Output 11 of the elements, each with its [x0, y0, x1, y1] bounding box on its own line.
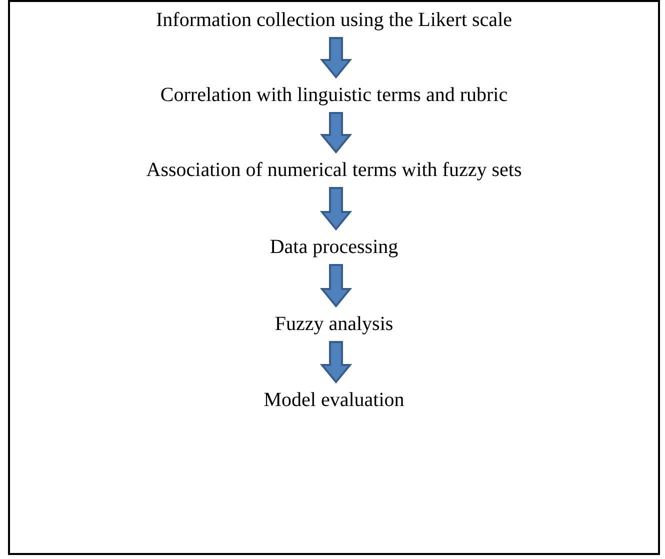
- step-label: Model evaluation: [264, 382, 404, 418]
- step-label: Fuzzy analysis: [274, 306, 394, 342]
- step-label: Data processing: [270, 229, 398, 265]
- step-label: Association of numerical terms with fuzzy sets: [146, 152, 522, 188]
- block-arrow: [320, 37, 352, 79]
- block-arrow: [320, 187, 352, 231]
- step-label: Correlation with linguistic terms and rubric: [160, 77, 508, 113]
- block-arrow: [320, 112, 352, 154]
- step-label: Information collection using the Likert scale: [156, 2, 512, 38]
- block-arrow: [320, 341, 352, 384]
- block-arrow: [320, 264, 352, 308]
